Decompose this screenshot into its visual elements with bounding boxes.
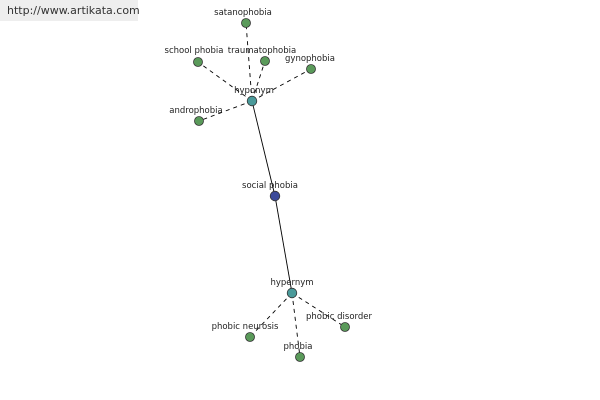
label-hypernym: hypernym	[270, 278, 313, 288]
node-phobic-disorder[interactable]	[340, 322, 350, 332]
graph-labels: satanophobia school phobia traumatophobiag…	[165, 8, 373, 352]
edge-hyponym-to-traumatophobia	[251, 60, 266, 102]
edge-hyponym-to-androphobia	[198, 100, 253, 122]
edge-center-to-hyponym	[251, 100, 276, 197]
node-school-phobia[interactable]	[193, 57, 203, 67]
label-school-phobia: school phobia	[165, 46, 224, 56]
label-social-phobia: social phobia	[242, 181, 298, 191]
edge-hyponym-to-gynophobia	[251, 68, 312, 102]
edge-hypernym-to-phobia	[291, 292, 301, 358]
edge-hypernym-to-phobic-disorder	[291, 292, 346, 328]
edge-hyponym-to-satanophobia	[245, 22, 253, 102]
node-traumatophobia[interactable]	[260, 56, 270, 66]
label-hyponym: hyponym	[234, 86, 274, 96]
label-phobic-neurosis: phobic neurosis	[212, 322, 279, 332]
node-gynophobia[interactable]	[306, 64, 316, 74]
label-phobic-disorder: phobic disorder	[306, 312, 372, 322]
label-satanophobia: satanophobia	[214, 8, 272, 18]
graph-edges	[197, 22, 346, 358]
label-androphobia: androphobia	[169, 106, 222, 116]
source-link[interactable]: http://www.artikata.com	[0, 0, 140, 21]
node-social-phobia[interactable]	[269, 190, 281, 202]
node-phobic-neurosis[interactable]	[245, 332, 255, 342]
edge-center-to-hypernym	[274, 195, 293, 294]
label-phobia: phobia	[284, 342, 313, 352]
node-androphobia[interactable]	[194, 116, 204, 126]
node-hypernym[interactable]	[286, 287, 298, 299]
graph-nodes	[193, 18, 350, 362]
node-hyponym[interactable]	[246, 95, 258, 107]
label-gynophobia: gynophobia	[285, 54, 335, 64]
label-traumatophobia: traumatophobia	[228, 46, 296, 56]
edge-hypernym-to-phobic-neurosis	[249, 292, 293, 338]
edge-hyponym-to-school-phobia	[197, 61, 253, 102]
node-satanophobia[interactable]	[241, 18, 251, 28]
node-phobia[interactable]	[295, 352, 305, 362]
